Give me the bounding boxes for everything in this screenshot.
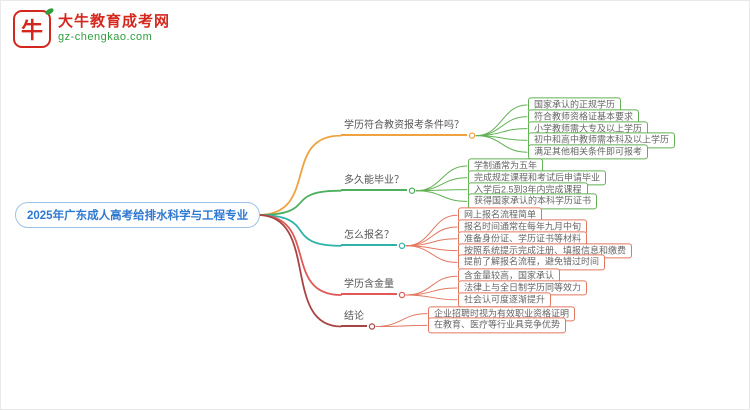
logo-title: 大牛教育成考网 bbox=[58, 13, 171, 31]
subtopic-node: 学制通常为五年 bbox=[468, 158, 544, 174]
collapse-toggle-icon bbox=[408, 187, 416, 194]
subtopic-node: 在教育、医疗等行业具竞争优势 bbox=[428, 317, 567, 334]
branch-topic: 学历含金量 bbox=[341, 278, 397, 295]
connector-line bbox=[257, 214, 342, 296]
connector-line bbox=[405, 245, 458, 263]
collapse-toggle-icon bbox=[368, 323, 376, 330]
branch-topic: 结论 bbox=[341, 310, 367, 327]
collapse-toggle-icon bbox=[398, 291, 406, 299]
collapse-toggle-icon bbox=[398, 242, 406, 249]
branch-topic: 学历符合教资报考条件吗？ bbox=[341, 119, 467, 136]
connector-line bbox=[475, 135, 528, 153]
connector-line bbox=[375, 324, 428, 327]
connector-line bbox=[257, 214, 342, 247]
connector-line bbox=[405, 294, 458, 301]
bull-logo-icon: 牛 bbox=[13, 6, 55, 48]
branch-topic: 多久能毕业？ bbox=[341, 174, 407, 191]
central-topic: 2025年广东成人高考给排水科学与工程专业 bbox=[15, 202, 261, 228]
logo-text: 大牛教育成考网 gz-chengkao.com bbox=[58, 13, 170, 44]
branch-topic: 怎么报名？ bbox=[341, 229, 397, 246]
connector-line bbox=[257, 214, 342, 328]
site-logo: 牛 大牛教育成考网 gz-chengkao.com bbox=[13, 6, 170, 48]
collapse-toggle-icon bbox=[468, 132, 476, 139]
connector-line bbox=[415, 190, 468, 202]
logo-url: gz-chengkao.com bbox=[58, 31, 153, 44]
subtopic-node: 满足其他相关条件即可报考 bbox=[528, 144, 649, 160]
connector-line bbox=[257, 189, 342, 216]
connector-line bbox=[257, 134, 342, 216]
